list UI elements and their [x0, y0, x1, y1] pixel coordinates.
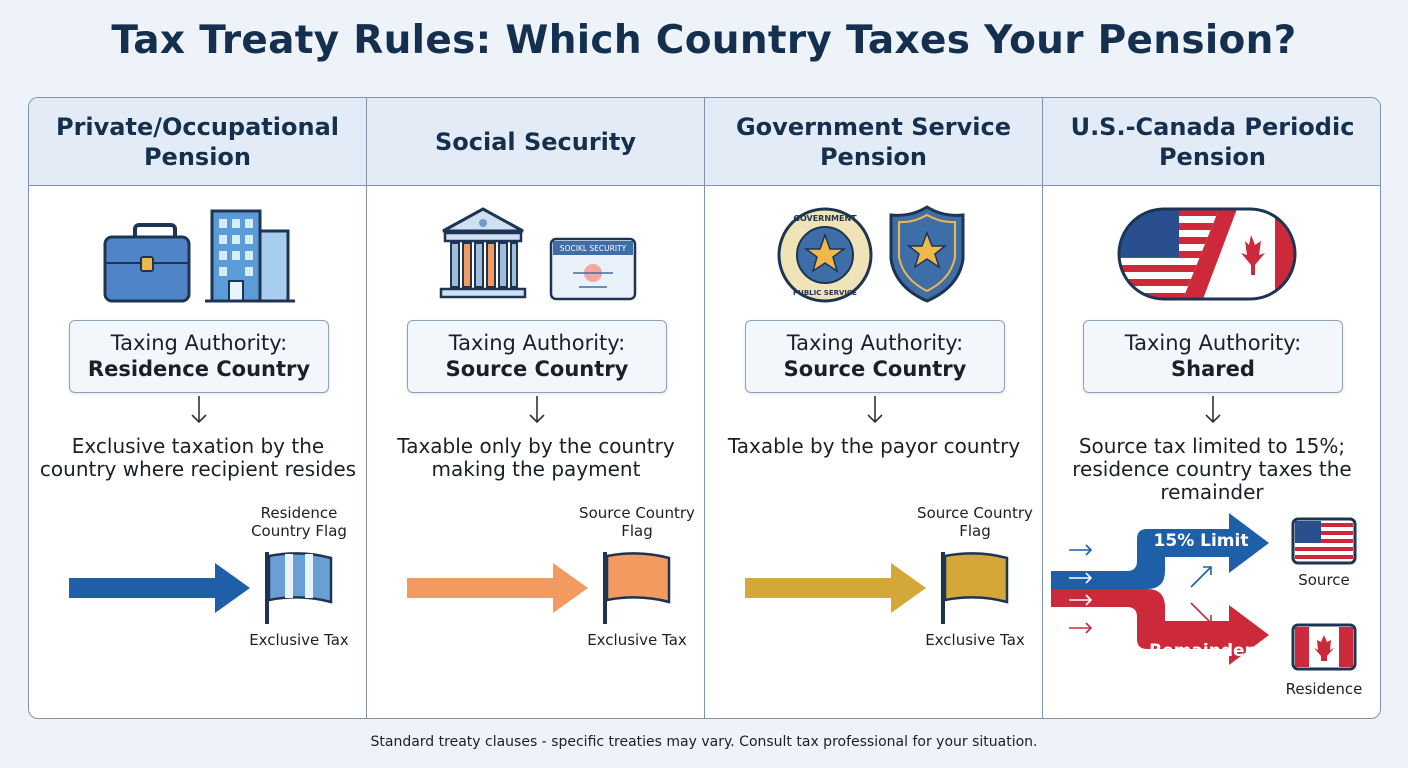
- taxing-authority-box: Taxing Authority: Shared: [1083, 320, 1343, 393]
- rule-description: Exclusive taxation by the country where …: [39, 434, 357, 481]
- treaty-table: Private/Occupational Pension: [28, 97, 1381, 719]
- seal-text: GOVERNMENT: [793, 214, 857, 223]
- us-canada-flag-icon: [1117, 207, 1297, 301]
- residence-flag-icon: [265, 552, 333, 624]
- us-flag-icon: [1291, 517, 1357, 565]
- source-label: Source: [1298, 571, 1350, 589]
- briefcase-and-building-icons: [103, 209, 295, 303]
- authority-value: Residence Country: [87, 357, 311, 381]
- bank-and-card-icons: SOCIKL SECURITY: [439, 207, 637, 301]
- source-flag-icon: [603, 552, 671, 624]
- remainder-arrow: [1051, 589, 1269, 665]
- flow-arrow-and-flag: [69, 552, 333, 624]
- police-badge-icon: [889, 205, 965, 303]
- flow-arrow-and-flag: [745, 552, 1009, 624]
- column-private-pension: Private/Occupational Pension: [29, 98, 367, 718]
- authority-label: Taxing Authority:: [1124, 331, 1302, 355]
- result-label: Exclusive Tax: [249, 631, 349, 649]
- column-header: U.S.-Canada Periodic Pension: [1043, 98, 1380, 186]
- bank-building-icon: [439, 207, 527, 299]
- split-bottom-label: Remainder: [1149, 641, 1253, 661]
- arrow-down-icon: [529, 396, 545, 424]
- authority-label: Taxing Authority:: [786, 331, 964, 355]
- office-building-icon: [205, 209, 295, 303]
- flag-label: Source Country Flag: [579, 504, 695, 540]
- flow-arrow-icon: [69, 563, 250, 613]
- source-flag-icon: [941, 552, 1009, 624]
- flow-arrow-icon: [407, 563, 588, 613]
- arrow-down-icon: [1205, 396, 1221, 424]
- authority-label: Taxing Authority:: [448, 331, 626, 355]
- column-social-security: Social Security SOC: [367, 98, 705, 718]
- social-security-card-icon: SOCIKL SECURITY: [549, 237, 637, 301]
- rule-description: Source tax limited to 15%; residence cou…: [1072, 434, 1352, 504]
- card-text: SOCIKL SECURITY: [560, 244, 627, 253]
- arrow-down-icon: [867, 396, 883, 424]
- column-header: Government Service Pension: [705, 98, 1042, 186]
- column-header: Private/Occupational Pension: [29, 98, 366, 186]
- column-header: Social Security: [367, 98, 704, 186]
- flag-label: Residence Country Flag: [251, 504, 347, 540]
- taxing-authority-box: Taxing Authority: Residence Country: [69, 320, 329, 393]
- footer-note: Standard treaty clauses - specific treat…: [370, 734, 1038, 750]
- authority-label: Taxing Authority:: [110, 331, 288, 355]
- authority-value: Shared: [1171, 357, 1255, 381]
- result-label: Exclusive Tax: [925, 631, 1025, 649]
- taxing-authority-box: Taxing Authority: Source Country: [745, 320, 1005, 393]
- flow-arrow-and-flag: [407, 552, 671, 624]
- residence-label: Residence: [1285, 680, 1363, 698]
- arrow-down-icon: [191, 396, 207, 424]
- flow-arrow-icon: [745, 563, 926, 613]
- government-seal-icon: GOVERNMENT PUBLIC SERVICE: [777, 207, 873, 303]
- briefcase-icon: [103, 223, 191, 303]
- svg-text:PUBLIC SERVICE: PUBLIC SERVICE: [793, 289, 857, 297]
- canada-flag-icon: [1291, 623, 1357, 671]
- rule-description: Taxable only by the country making the p…: [397, 434, 675, 481]
- rule-description: Taxable by the payor country: [727, 434, 1021, 458]
- seal-and-badge-icons: GOVERNMENT PUBLIC SERVICE: [777, 205, 965, 303]
- authority-value: Source Country: [445, 357, 629, 381]
- authority-value: Source Country: [783, 357, 967, 381]
- source-limit-arrow: [1051, 513, 1269, 589]
- result-label: Exclusive Tax: [587, 631, 687, 649]
- column-us-canada-pension: U.S.-Canada Periodic Pension: [1043, 98, 1380, 718]
- split-flow-diagram: [1051, 513, 1357, 671]
- page-title: Tax Treaty Rules: Which Country Taxes Yo…: [111, 18, 1297, 63]
- column-government-pension: Government Service Pension GOVERNMENT PU…: [705, 98, 1043, 718]
- split-top-label: 15% Limit: [1153, 531, 1249, 551]
- taxing-authority-box: Taxing Authority: Source Country: [407, 320, 667, 393]
- flag-label: Source Country Flag: [917, 504, 1033, 540]
